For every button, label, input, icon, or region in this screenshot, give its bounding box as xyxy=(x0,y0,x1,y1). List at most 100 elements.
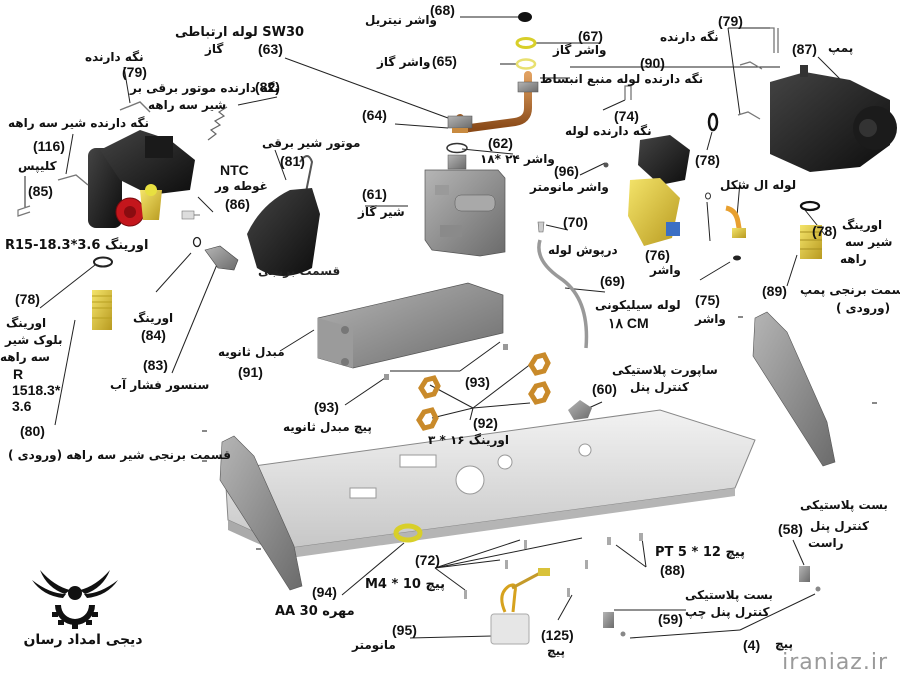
water-pressure-sensor-83 xyxy=(204,245,239,271)
screw-125 xyxy=(567,588,570,597)
label-88-text: PT 5 * 12 پیچ xyxy=(655,545,745,560)
label-58-line3: راست xyxy=(808,536,844,550)
gas-washer-65 xyxy=(515,58,537,70)
label-82-line2: شیر سه راهه xyxy=(148,98,227,112)
solenoid-motor-81 xyxy=(247,155,320,276)
label-89-line2: (ورودی ) xyxy=(836,301,891,315)
label-85-num: (85) xyxy=(28,183,53,199)
label-64-num: (64) xyxy=(362,107,387,123)
label-70-num: (70) xyxy=(563,214,588,230)
label-78b-line3: راهه xyxy=(840,252,867,266)
label-62-text: واشر ۲۴ *۱۸ xyxy=(480,152,555,166)
label-125-num: (125) xyxy=(541,627,574,643)
washer-76 xyxy=(705,192,711,200)
label-78b-line1: اورینگ xyxy=(842,218,883,232)
label-92-text: اورینگ ۱۶ * ۳ xyxy=(428,433,509,447)
label-93a-num: (93) xyxy=(465,374,490,390)
label-92-num: (92) xyxy=(473,415,498,431)
right-wall-bracket xyxy=(752,311,836,467)
label-80-num: (80) xyxy=(20,423,45,439)
plate-heat-exchanger-91 xyxy=(317,282,504,369)
screw-4a xyxy=(815,586,821,592)
washer-62 xyxy=(446,142,468,154)
label-90-text: نگه دارنده لوله منبع انبساط xyxy=(540,72,704,86)
ntc-sensor-86 xyxy=(181,210,200,220)
left-wall-bracket xyxy=(219,435,303,591)
logo-text: دیجی امداد رسان xyxy=(23,632,143,648)
label-78c-line2: بلوک شیر xyxy=(5,333,63,347)
label-58-line2: کنترل پنل xyxy=(810,519,869,533)
label-96-text: واشر مانومتر xyxy=(530,180,609,194)
label-87-text: پمپ xyxy=(828,41,854,55)
label-76-text: واشر xyxy=(650,263,681,277)
label-78c-line3: سه راهه xyxy=(0,350,50,364)
left-panel-clip-59 xyxy=(603,612,614,628)
brass-inlet-80 xyxy=(92,290,112,330)
label-72-num: (72) xyxy=(415,552,440,568)
holder-79-left xyxy=(119,101,151,113)
label-87-num: (87) xyxy=(792,41,817,57)
label-65-text: واشر گاز xyxy=(377,55,431,69)
label-78c-line5: 1518.3* xyxy=(12,382,61,398)
watermark: iraniaz.ir xyxy=(782,650,888,675)
label-69-line2: ۱۸ CM xyxy=(608,315,649,331)
company-logo xyxy=(32,570,118,629)
label-67-text: واشر گاز xyxy=(553,43,607,57)
label-78c-line6: 3.6 xyxy=(12,398,32,414)
right-panel-clip-58 xyxy=(799,566,810,582)
label-82-num: (82) xyxy=(255,79,280,95)
label-89-line1: قسمت برنجی پمپ xyxy=(800,283,900,297)
gas-valve-61 xyxy=(424,154,506,257)
label-59-line2: کنترل پنل چپ xyxy=(685,605,770,619)
label-59-line1: بست پلاستیکی xyxy=(685,588,773,602)
label-78c-line4: R xyxy=(13,366,24,382)
label-91-num: (91) xyxy=(238,364,263,380)
label-95-text: مانومتر xyxy=(352,638,396,652)
label-83-text: سنسور فشار آب xyxy=(110,378,210,392)
label-72-text: M4 * 10 پیچ xyxy=(365,577,446,592)
label-86-line2: غوطه ور xyxy=(215,179,268,193)
manometer-95 xyxy=(490,568,550,645)
label-80-text: قسمت برنجی شیر سه راهه (ورودی ) xyxy=(8,448,231,462)
label-81-text: موتور شیر برقی xyxy=(262,136,361,150)
three-way-valve-block xyxy=(88,130,195,228)
label-78a-num: (78) xyxy=(695,152,720,168)
overlay-fragment: قسمت برنجی xyxy=(258,264,341,278)
brass-pump-inlet-89 xyxy=(800,225,822,259)
pipe-cap-70 xyxy=(537,221,545,233)
label-63-num: (63) xyxy=(258,41,283,57)
silicone-tube-69 xyxy=(537,239,589,349)
label-125-text: پیچ xyxy=(547,644,566,658)
label-4-num: (4) xyxy=(743,637,761,653)
label-78b-num: (78) xyxy=(812,223,837,239)
label-58-num: (58) xyxy=(778,521,803,537)
label-75-num: (75) xyxy=(695,292,720,308)
screw-93a xyxy=(384,374,389,380)
washer-75 xyxy=(733,255,741,261)
pump-87 xyxy=(770,65,897,172)
label-95-num: (95) xyxy=(392,622,417,638)
label-91-text: مبدل ثانویه xyxy=(218,345,285,359)
label-79r-num: (79) xyxy=(718,13,743,29)
orings-92 xyxy=(416,352,551,431)
oring-84 xyxy=(192,236,202,248)
nut-94 xyxy=(393,523,423,543)
label-74-text: نگه دارنده لوله xyxy=(565,124,652,138)
gas-washer-67 xyxy=(515,37,537,49)
three-way-holder-116 xyxy=(57,174,89,186)
label-69-line1: لوله سیلیکونی xyxy=(595,298,681,312)
leader-lines xyxy=(24,16,844,639)
pipe-holder-74 xyxy=(624,85,632,100)
label-82-line1: نگه دارنده موتور برقی بر xyxy=(130,81,280,95)
oring-78-top xyxy=(707,112,719,132)
motor-holder-82 xyxy=(207,106,228,141)
manometer-washer-96 xyxy=(603,162,609,168)
label-63-line1: SW30 لوله ارتباطی xyxy=(175,25,305,40)
nitrile-washer-68 xyxy=(518,12,532,22)
label-60-line2: کنترل پنل xyxy=(630,380,689,394)
label-96-num: (96) xyxy=(554,163,579,179)
label-78c-line1: اورینگ xyxy=(6,316,47,330)
label-89-num: (89) xyxy=(762,283,787,299)
label-58-line1: بست پلاستیکی xyxy=(800,498,888,512)
